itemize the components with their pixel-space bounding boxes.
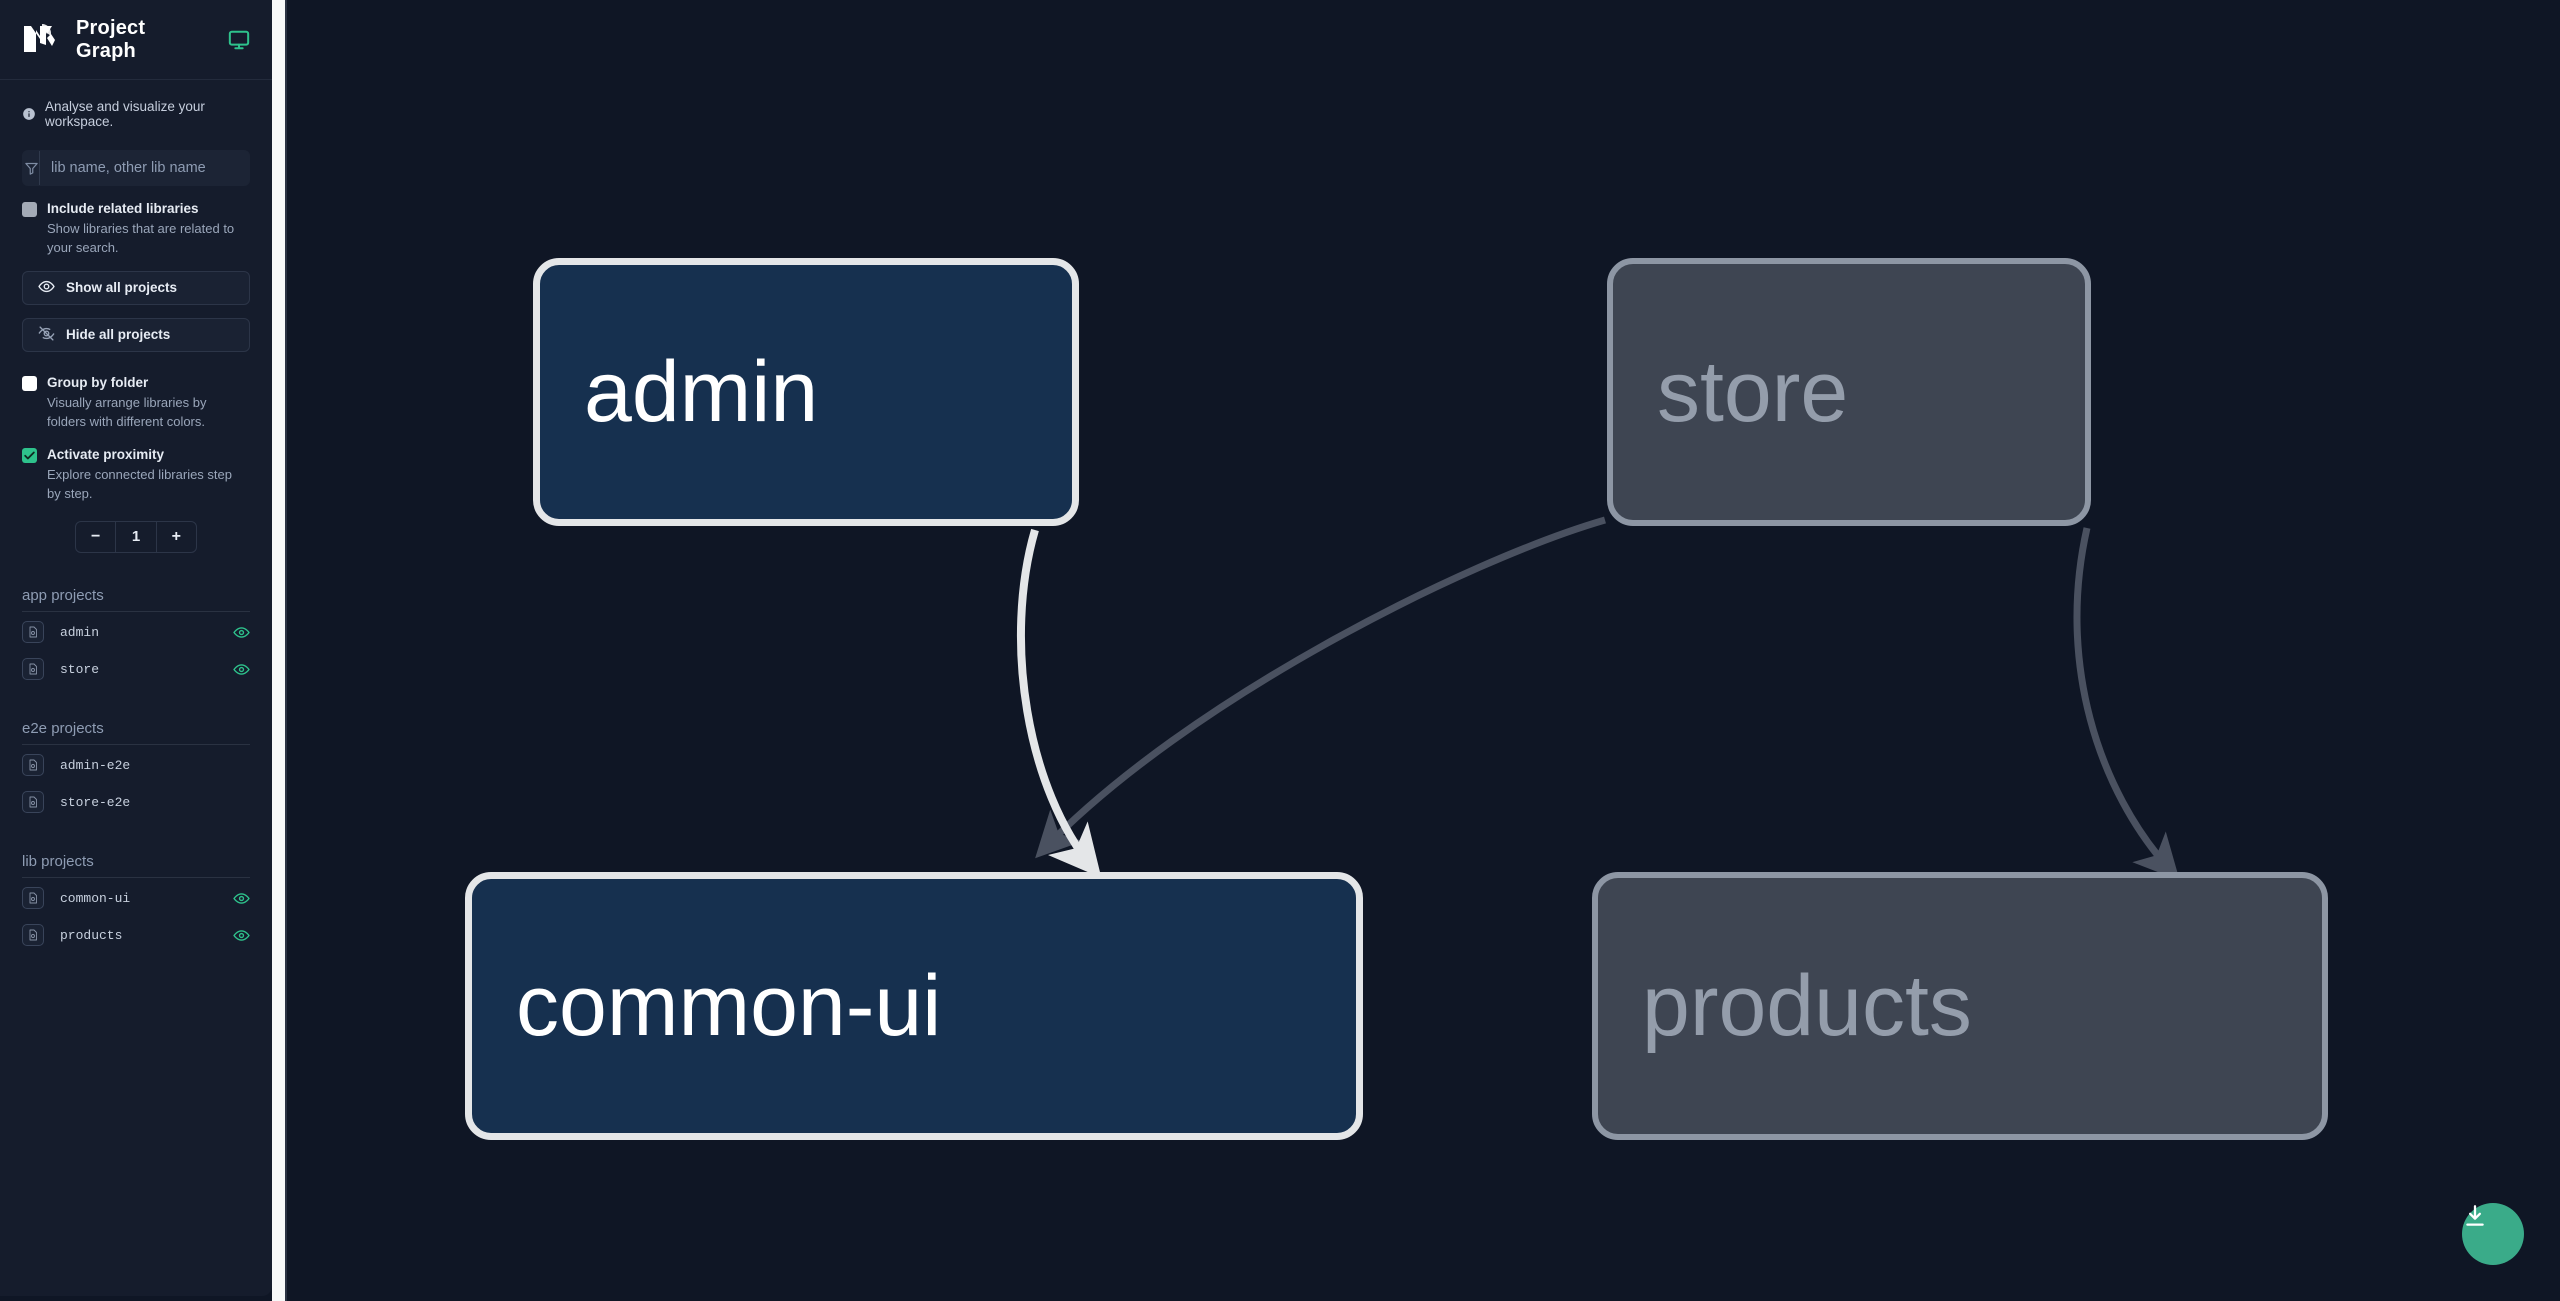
hide-all-projects-button[interactable]: Hide all projects (22, 317, 250, 352)
include-related-checkbox[interactable] (22, 202, 37, 217)
activate-proximity-label: Activate proximity (47, 446, 165, 462)
project-group-title: app projects (22, 587, 250, 612)
project-file-icon[interactable] (22, 887, 44, 910)
sidebar-resize-handle[interactable] (272, 0, 285, 1301)
graph-edges (1016, 516, 2180, 881)
project-row-store[interactable]: store (22, 653, 250, 686)
hide-all-projects-label: Hide all projects (66, 327, 171, 343)
proximity-value: 1 (115, 521, 157, 552)
eye-icon[interactable] (233, 890, 250, 907)
project-name: admin-e2e (60, 757, 131, 773)
project-file-icon[interactable] (22, 658, 44, 681)
eye-icon[interactable] (233, 624, 250, 641)
page-title: Project Graph (76, 16, 146, 62)
search-field[interactable] (22, 150, 250, 186)
graph-canvas[interactable]: admin store common-ui products (287, 0, 2560, 1301)
project-file-icon[interactable] (22, 754, 44, 777)
project-file-icon[interactable] (22, 924, 44, 947)
activate-proximity-checkbox[interactable] (22, 447, 37, 463)
graph-node-admin[interactable]: admin (533, 258, 1079, 526)
activate-proximity-description: Explore connected libraries step by step… (47, 467, 232, 501)
include-related-libraries-option[interactable]: Include related libraries Show libraries… (22, 200, 250, 258)
project-row-common-ui[interactable]: common-ui (22, 882, 250, 915)
graph-node-common-ui[interactable]: common-ui (465, 872, 1363, 1140)
edge-store-to-common-ui (1035, 516, 1606, 859)
sidebar-subtitle-text: Analyse and visualize your workspace. (45, 99, 205, 129)
eye-icon (38, 278, 55, 298)
graph-node-label: admin (584, 343, 819, 440)
include-related-description: Show libraries that are related to your … (47, 221, 235, 256)
project-group-app: app projects admin (22, 587, 250, 686)
monitor-icon[interactable] (228, 29, 250, 51)
eye-icon[interactable] (233, 927, 250, 944)
edge-admin-to-common-ui (1016, 528, 1102, 878)
project-name: admin (60, 624, 100, 640)
project-name: store-e2e (60, 794, 131, 810)
sidebar-header: Project Graph (0, 0, 272, 80)
proximity-decrease-button[interactable]: − (76, 522, 115, 552)
eye-off-icon (38, 325, 55, 345)
project-name: products (60, 927, 123, 943)
nx-logo (22, 22, 62, 58)
show-all-projects-button[interactable]: Show all projects (22, 270, 250, 305)
sidebar: Project Graph Analyse and visualize your… (0, 0, 272, 1296)
project-group-lib: lib projects common-ui (22, 853, 250, 952)
project-file-icon[interactable] (22, 621, 44, 644)
funnel-icon (23, 151, 40, 185)
info-icon (22, 107, 36, 121)
project-row-admin-e2e[interactable]: admin-e2e (22, 749, 250, 782)
project-file-icon[interactable] (22, 791, 44, 814)
graph-node-label: products (1642, 957, 1972, 1054)
project-group-title: e2e projects (22, 720, 250, 745)
project-row-admin[interactable]: admin (22, 616, 250, 649)
project-group-title: lib projects (22, 853, 250, 878)
project-row-products[interactable]: products (22, 919, 250, 952)
eye-icon[interactable] (233, 661, 250, 678)
graph-node-label: store (1657, 343, 1849, 440)
show-all-projects-label: Show all projects (66, 280, 178, 296)
project-group-e2e: e2e projects admin-e2e store-e2e (22, 720, 250, 819)
sidebar-body: Include related libraries Show libraries… (0, 150, 272, 952)
sidebar-subtitle: Analyse and visualize your workspace. (0, 80, 272, 129)
group-by-folder-description: Visually arrange libraries by folders wi… (47, 395, 207, 429)
search-input[interactable] (40, 151, 249, 185)
proximity-stepper[interactable]: − 1 + (75, 520, 197, 553)
download-button[interactable] (2462, 1203, 2524, 1265)
edge-store-to-products (2073, 527, 2180, 881)
sidebar-divider (285, 0, 287, 1301)
graph-node-label: common-ui (516, 957, 942, 1054)
graph-node-store[interactable]: store (1607, 258, 2091, 526)
group-by-folder-option[interactable]: Group by folder Visually arrange librari… (22, 374, 250, 432)
proximity-increase-button[interactable]: + (157, 522, 196, 552)
project-name: common-ui (60, 890, 131, 906)
activate-proximity-option[interactable]: Activate proximity Explore connected lib… (22, 446, 250, 504)
group-by-folder-label: Group by folder (47, 374, 149, 390)
graph-node-products[interactable]: products (1592, 872, 2328, 1140)
project-row-store-e2e[interactable]: store-e2e (22, 786, 250, 819)
project-name: store (60, 661, 100, 677)
include-related-label: Include related libraries (47, 201, 199, 216)
group-by-folder-checkbox[interactable] (22, 375, 37, 391)
